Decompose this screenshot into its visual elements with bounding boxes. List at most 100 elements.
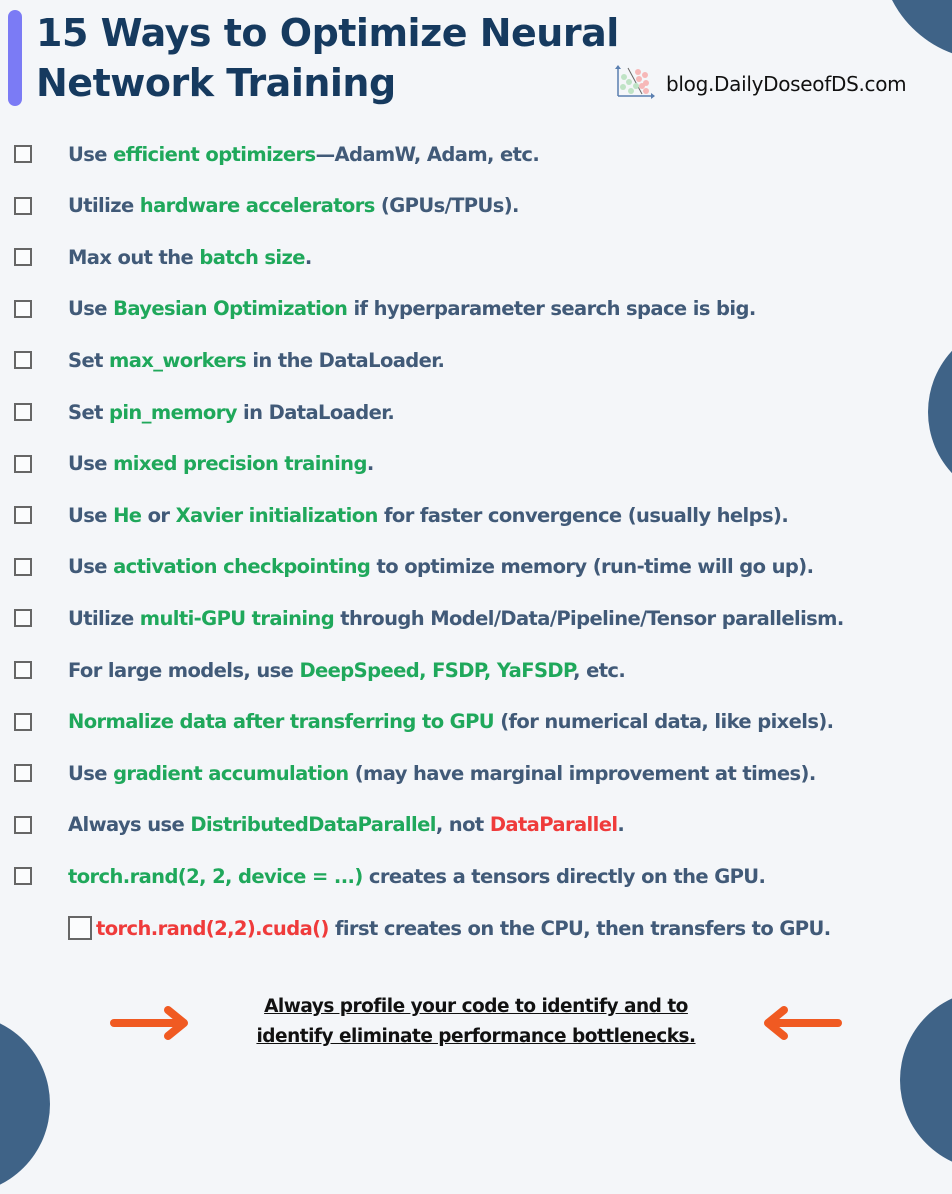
highlight-term: batch size bbox=[199, 245, 305, 269]
checklist-item-text: torch.rand(2,2).cuda() first creates on … bbox=[96, 917, 831, 940]
checklist-item: Max out the batch size. bbox=[14, 237, 312, 277]
checkbox[interactable] bbox=[14, 506, 32, 525]
text-segment: first creates on the CPU, then transfers… bbox=[328, 916, 831, 940]
text-segment: Set bbox=[68, 400, 109, 424]
checkbox[interactable] bbox=[14, 764, 32, 783]
text-segment: (for numerical data, like pixels). bbox=[494, 710, 834, 734]
checklist-item-text: Use He or Xavier initialization for fast… bbox=[68, 503, 789, 527]
text-segment: For large models, use bbox=[68, 658, 300, 682]
text-segment: Use bbox=[68, 503, 114, 527]
text-segment: Use bbox=[68, 142, 114, 166]
decorative-blob-bottom-right bbox=[900, 990, 952, 1170]
text-segment: Utilize bbox=[68, 194, 140, 218]
checklist-item: Use mixed precision training. bbox=[14, 444, 374, 484]
checklist-item-text: Use Bayesian Optimization if hyperparame… bbox=[68, 297, 756, 320]
scatter-classifier-icon bbox=[614, 64, 656, 104]
highlight-term: He bbox=[113, 503, 142, 527]
highlight-term: torch.rand(2, 2, device = ...) bbox=[68, 864, 363, 888]
checkbox[interactable] bbox=[14, 403, 32, 421]
highlight-term: gradient accumulation bbox=[113, 761, 349, 785]
footer-callout: Always profile your code to identify and… bbox=[200, 992, 752, 1052]
highlight-term: activation checkpointing bbox=[113, 555, 371, 579]
checklist-item-text: Set pin_memory in DataLoader. bbox=[68, 400, 395, 424]
checklist-item-text: Use mixed precision training. bbox=[68, 452, 374, 475]
footer-line-1: Always profile your code to identify and… bbox=[264, 996, 688, 1017]
checklist-item-text: Use efficient optimizers—AdamW, Adam, et… bbox=[68, 142, 540, 166]
checklist-item: Normalize data after transferring to GPU… bbox=[14, 702, 834, 742]
checkbox[interactable] bbox=[14, 145, 32, 163]
arrow-left-icon bbox=[764, 1006, 842, 1040]
checkbox[interactable] bbox=[14, 609, 32, 628]
checkbox[interactable] bbox=[14, 557, 32, 576]
checklist-item: Utilize multi-GPU training through Model… bbox=[14, 598, 844, 638]
highlight-term: multi-GPU training bbox=[139, 606, 335, 630]
checklist-item-text: Set max_workers in the DataLoader. bbox=[68, 348, 445, 372]
checklist-item: Always use DistributedDataParallel, not … bbox=[14, 805, 625, 845]
highlight-term: Bayesian Optimization bbox=[113, 297, 348, 321]
footer-line-2: identify eliminate performance bottlenec… bbox=[256, 1026, 696, 1047]
checklist-item-text: Normalize data after transferring to GPU… bbox=[68, 710, 834, 734]
highlight-term: Normalize data after transferring to GPU bbox=[68, 710, 495, 734]
text-segment: creates a tensors directly on the GPU. bbox=[362, 864, 766, 888]
checkbox[interactable] bbox=[14, 196, 32, 215]
checklist-item-text: For large models, use DeepSpeed, FSDP, Y… bbox=[68, 658, 626, 682]
text-segment: —AdamW, Adam, etc. bbox=[315, 142, 540, 166]
checklist-item: torch.rand(2, 2, device = ...) creates a… bbox=[14, 856, 766, 896]
title-accent-bar bbox=[8, 10, 22, 106]
checkbox[interactable] bbox=[14, 248, 32, 267]
warning-term: torch.rand(2,2).cuda() bbox=[96, 916, 329, 940]
highlight-term: mixed precision training bbox=[113, 452, 367, 476]
text-segment: Use bbox=[68, 297, 114, 321]
checkbox[interactable] bbox=[14, 867, 32, 886]
text-segment: if hyperparameter search space is big. bbox=[347, 297, 756, 321]
checkbox[interactable] bbox=[14, 299, 32, 318]
highlight-term: hardware accelerators bbox=[139, 194, 376, 218]
text-segment: or bbox=[141, 503, 176, 527]
checklist-item: Use efficient optimizers—AdamW, Adam, et… bbox=[14, 134, 540, 174]
checklist-item: Use gradient accumulation (may have marg… bbox=[14, 753, 816, 793]
checkbox[interactable] bbox=[14, 661, 32, 679]
highlight-term: DeepSpeed, FSDP, YaFSDP bbox=[299, 658, 574, 682]
text-segment: Use bbox=[68, 452, 114, 476]
arrow-right-icon bbox=[110, 1006, 188, 1040]
text-segment: for faster convergence (usually helps). bbox=[377, 503, 789, 527]
text-segment: Utilize bbox=[68, 606, 140, 630]
text-segment: to optimize memory (run-time will go up)… bbox=[370, 555, 814, 579]
text-segment: through Model/Data/Pipeline/Tensor paral… bbox=[334, 606, 844, 630]
checkbox[interactable] bbox=[14, 454, 32, 473]
decorative-blob-middle-right bbox=[928, 322, 952, 502]
text-segment: , etc. bbox=[573, 658, 626, 682]
decorative-blob-bottom-left bbox=[0, 1014, 50, 1194]
warning-term: DataParallel bbox=[489, 813, 618, 837]
text-segment: , not bbox=[435, 813, 490, 837]
highlight-term: Xavier initialization bbox=[175, 503, 379, 527]
text-segment: Use bbox=[68, 761, 114, 785]
checkbox[interactable] bbox=[14, 815, 32, 834]
text-segment: . bbox=[617, 813, 625, 837]
checklist-item-text: Utilize multi-GPU training through Model… bbox=[68, 607, 844, 630]
checkbox[interactable] bbox=[68, 916, 92, 940]
checklist-item-text: Max out the batch size. bbox=[68, 246, 312, 269]
text-segment: (GPUs/TPUs). bbox=[374, 194, 520, 218]
brand: blog.DailyDoseofDS.com bbox=[614, 64, 907, 104]
title-line-2: Network Training bbox=[36, 61, 396, 105]
checklist-item: Set max_workers in the DataLoader. bbox=[14, 340, 445, 380]
highlight-term: max_workers bbox=[108, 348, 247, 372]
checklist-item: Use activation checkpointing to optimize… bbox=[14, 547, 814, 587]
checklist-item-text: Use activation checkpointing to optimize… bbox=[68, 555, 814, 579]
text-segment: Set bbox=[68, 348, 109, 372]
checklist-item-text: torch.rand(2, 2, device = ...) creates a… bbox=[68, 864, 766, 888]
checklist-item: For large models, use DeepSpeed, FSDP, Y… bbox=[14, 650, 626, 690]
checklist-subitem: torch.rand(2,2).cuda() first creates on … bbox=[68, 908, 831, 948]
checkbox[interactable] bbox=[14, 712, 32, 731]
checkbox[interactable] bbox=[14, 351, 32, 370]
checklist-item: Set pin_memory in DataLoader. bbox=[14, 392, 395, 432]
checklist-item: Use He or Xavier initialization for fast… bbox=[14, 495, 789, 535]
checklist-item: Use Bayesian Optimization if hyperparame… bbox=[14, 289, 756, 329]
text-segment: (may have marginal improvement at times)… bbox=[348, 761, 817, 785]
text-segment: Max out the bbox=[68, 245, 200, 269]
brand-url: blog.DailyDoseofDS.com bbox=[666, 72, 907, 96]
highlight-term: pin_memory bbox=[108, 400, 237, 424]
text-segment: in DataLoader. bbox=[236, 400, 395, 424]
checklist-item-text: Always use DistributedDataParallel, not … bbox=[68, 813, 625, 837]
